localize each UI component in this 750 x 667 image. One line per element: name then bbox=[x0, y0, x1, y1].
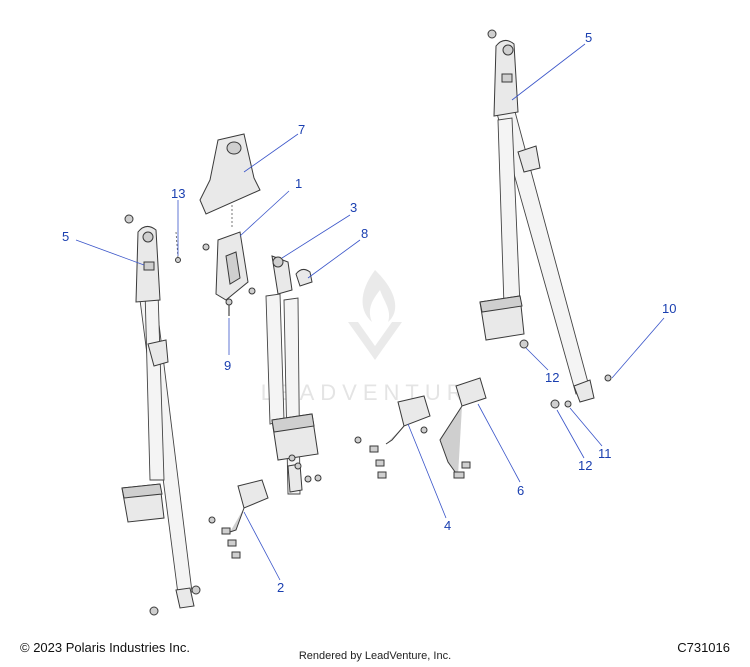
callout-8: 8 bbox=[361, 226, 368, 241]
callout-10: 10 bbox=[662, 301, 676, 316]
callout-11: 11 bbox=[598, 446, 612, 461]
callout-5-left: 5 bbox=[62, 229, 69, 244]
callout-1: 1 bbox=[295, 176, 302, 191]
callout-13: 13 bbox=[171, 186, 185, 201]
callout-6: 6 bbox=[517, 483, 524, 498]
callout-12-lower: 12 bbox=[578, 458, 592, 473]
callout-4: 4 bbox=[444, 518, 451, 533]
left-seatbelt-assembly bbox=[121, 214, 201, 616]
callout-12-upper: 12 bbox=[545, 370, 559, 385]
copyright-text: © 2023 Polaris Industries Inc. bbox=[20, 640, 190, 655]
buckle-2 bbox=[208, 479, 269, 559]
callout-7: 7 bbox=[298, 122, 305, 137]
callout-5-right: 5 bbox=[585, 30, 592, 45]
callout-9: 9 bbox=[224, 358, 231, 373]
callout-2: 2 bbox=[277, 580, 284, 595]
buckle-6 bbox=[420, 377, 487, 479]
leader-lines bbox=[75, 43, 665, 581]
callout-3: 3 bbox=[350, 200, 357, 215]
right-seatbelt-assembly bbox=[479, 29, 612, 409]
drawing-number: C731016 bbox=[677, 640, 730, 655]
center-bracket-parts bbox=[199, 133, 313, 316]
callout-labels: 1 2 3 4 5 5 6 7 8 9 10 11 12 12 13 bbox=[62, 30, 676, 595]
rendered-by-text: Rendered by LeadVenture, Inc. bbox=[298, 650, 452, 662]
buckle-4 bbox=[354, 395, 431, 479]
middle-seatbelt-assembly bbox=[265, 293, 322, 495]
